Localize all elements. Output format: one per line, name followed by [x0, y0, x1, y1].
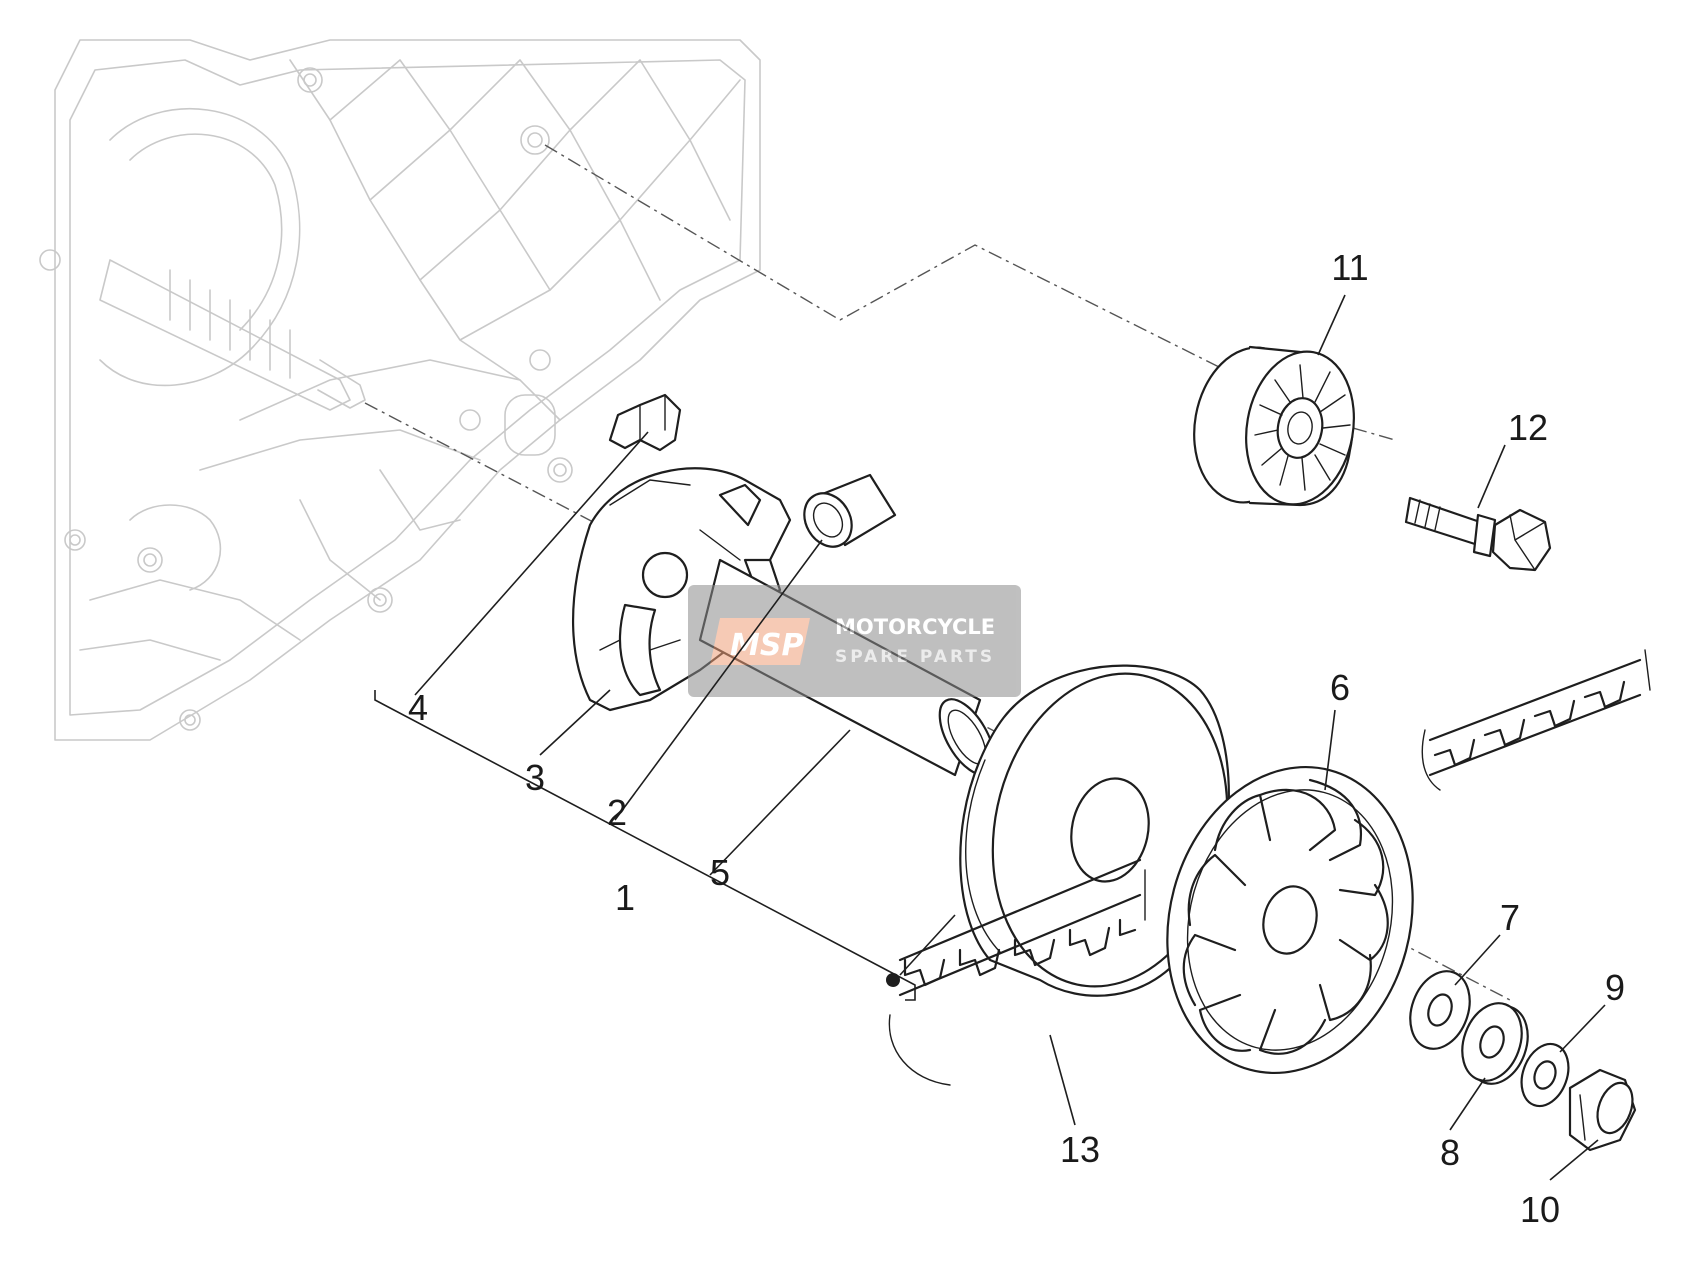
part-7-washer: [1409, 970, 1471, 1050]
callout-labels: 1 2 3 4 5 6 7 8 9 10 11 12 13: [408, 247, 1625, 1230]
callout-4: 4: [408, 687, 428, 728]
assembly-bracket: [374, 690, 956, 1001]
part-pulley-half: [959, 664, 1230, 997]
part-6-fan: [1166, 765, 1414, 1075]
callout-6: 6: [1330, 667, 1350, 708]
callout-3: 3: [525, 757, 545, 798]
callout-13: 13: [1060, 1129, 1100, 1170]
callout-2: 2: [607, 792, 627, 833]
part-10-nut: [1568, 1068, 1637, 1152]
leader-lines: [414, 294, 1606, 1181]
callout-8: 8: [1440, 1132, 1460, 1173]
callout-9: 9: [1605, 967, 1625, 1008]
part-11-idler-roller: [1193, 345, 1355, 507]
callout-1: 1: [615, 877, 635, 918]
assembly-dot: [886, 973, 900, 987]
center-axis-lines: [364, 144, 1511, 1001]
part-13-belt: [888, 649, 1651, 1086]
watermark-panel: [688, 585, 1021, 697]
watermark-logo-shape: [710, 618, 810, 665]
callout-7: 7: [1500, 897, 1520, 938]
watermark-line-1: MOTORCYCLE: [835, 615, 995, 639]
callout-11: 11: [1331, 247, 1368, 288]
part-8-washer: [1461, 1002, 1529, 1085]
part-4-clip: [608, 393, 682, 452]
callout-5: 5: [710, 852, 730, 893]
part-9-washer: [1520, 1042, 1570, 1108]
callout-10: 10: [1520, 1189, 1560, 1230]
watermark: MSP MOTORCYCLE SPARE PARTS: [688, 585, 1021, 697]
part-2-bushing: [803, 473, 897, 548]
callout-12: 12: [1508, 407, 1548, 448]
crankcase-background: [39, 39, 761, 741]
part-12-bolt: [1404, 496, 1552, 572]
watermark-logo-text: MSP: [730, 628, 803, 663]
watermark-line-2: SPARE PARTS: [835, 647, 995, 667]
